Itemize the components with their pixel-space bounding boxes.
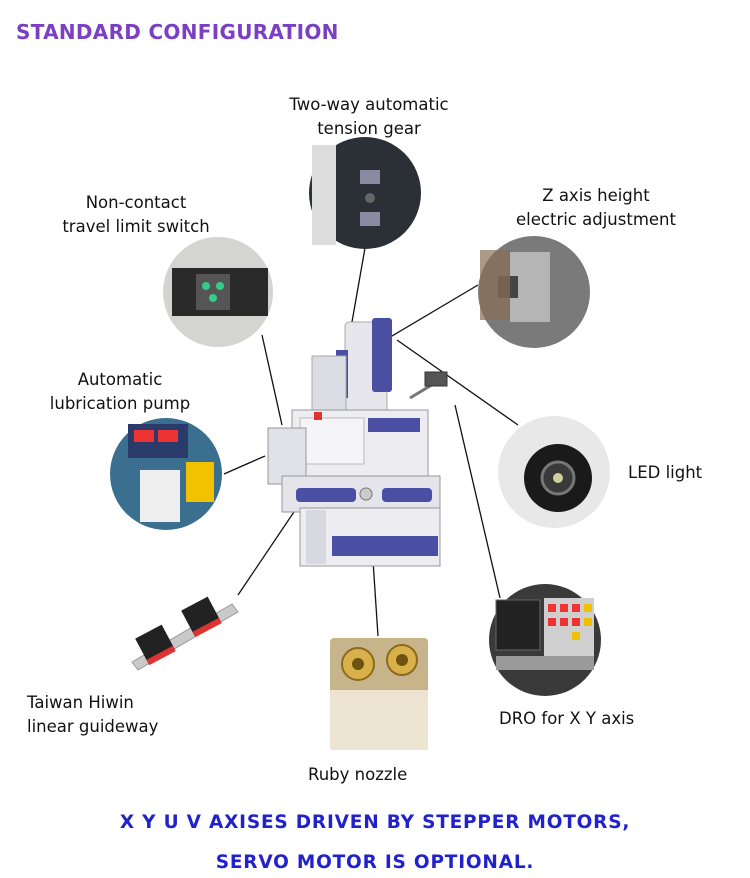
tension-gear-label: Two-way automatic tension gear bbox=[279, 93, 459, 141]
guideway-label-line2: linear guideway bbox=[27, 717, 159, 736]
z-axis-label-line2: electric adjustment bbox=[516, 210, 676, 229]
tension-gear-photo bbox=[309, 137, 421, 249]
footer-line2: SERVO MOTOR IS OPTIONAL. bbox=[215, 852, 535, 873]
tension-gear-label-line1: Two-way automatic bbox=[289, 95, 449, 114]
wire-edm-machine bbox=[267, 318, 448, 567]
z-axis-label: Z axis height electric adjustment bbox=[496, 184, 696, 232]
footer-line1: X Y U V AXISES DRIVEN BY STEPPER MOTORS, bbox=[119, 812, 631, 833]
limit-switch-label: Non-contact travel limit switch bbox=[46, 191, 226, 239]
detail-circles bbox=[110, 137, 610, 696]
page-title: STANDARD CONFIGURATION bbox=[16, 20, 339, 44]
tension-gear-label-line2: tension gear bbox=[317, 119, 421, 138]
ruby-nozzle-illustration bbox=[330, 638, 428, 750]
ruby-nozzle-label: Ruby nozzle bbox=[308, 765, 408, 784]
z-axis-label-line1: Z axis height bbox=[542, 186, 650, 205]
lubrication-label-line2: lubrication pump bbox=[49, 394, 191, 413]
limit-switch-label-line2: travel limit switch bbox=[62, 217, 210, 236]
lubrication-label: Automatic lubrication pump bbox=[40, 368, 200, 416]
guideway-label-line1: Taiwan Hiwin bbox=[27, 693, 134, 712]
guideway-label: Taiwan Hiwin linear guideway bbox=[27, 691, 158, 739]
dro-label: DRO for X Y axis bbox=[499, 709, 635, 728]
lubrication-label-line1: Automatic bbox=[77, 370, 163, 389]
led-light-label: LED light bbox=[628, 463, 703, 482]
guideway-illustration bbox=[131, 596, 239, 671]
limit-switch-label-line1: Non-contact bbox=[85, 193, 187, 212]
